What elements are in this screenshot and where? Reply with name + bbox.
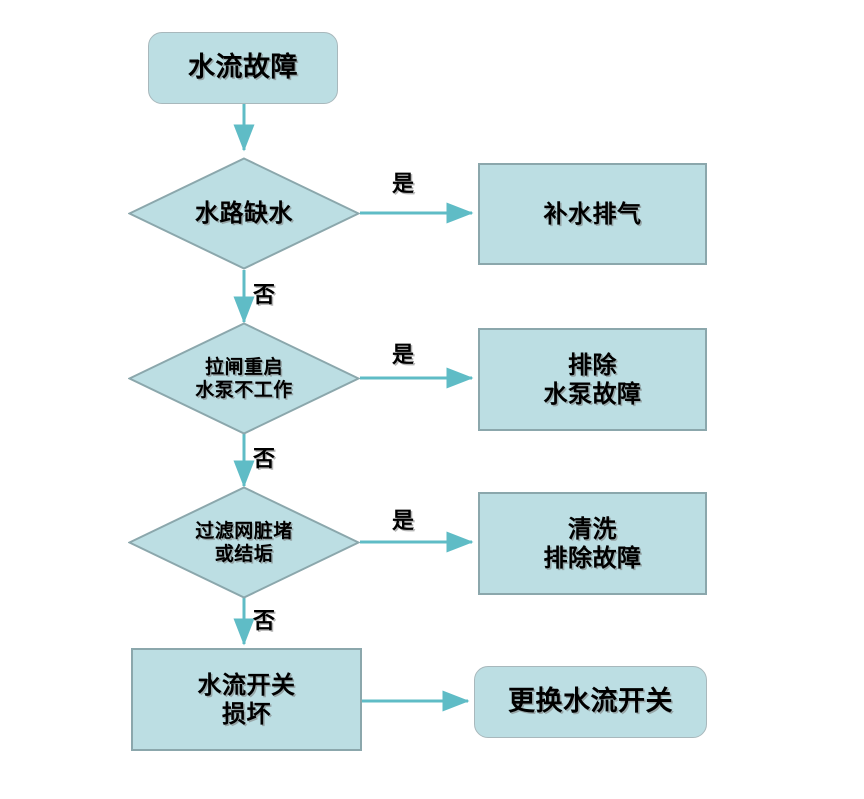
edge-label-no-2: 否 [253, 447, 276, 472]
edge-label-yes-1: 是 [392, 172, 415, 197]
edge-label-no-3: 否 [253, 609, 276, 634]
edge-label-yes-2: 是 [392, 343, 415, 368]
edge-label-no-1: 否 [253, 283, 276, 308]
node-decision-pump-not-working[interactable]: 拉闸重启 水泵不工作 [128, 322, 360, 435]
diamond-shape [128, 322, 360, 435]
node-decision-filter-clogged[interactable]: 过滤网脏堵 或结垢 [128, 486, 360, 599]
node-decision-water-shortage[interactable]: 水路缺水 [128, 157, 360, 270]
node-start[interactable]: 水流故障 [148, 32, 338, 104]
node-action-refill-and-exhaust[interactable]: 补水排气 [478, 163, 707, 265]
diamond-shape [128, 157, 360, 270]
node-decision-pump-not-working-label: 拉闸重启 水泵不工作 [195, 355, 293, 401]
node-decision-filter-clogged-label: 过滤网脏堵 或结垢 [195, 519, 293, 565]
diamond-shape [128, 486, 360, 599]
node-conclusion-flow-switch-damaged[interactable]: 水流开关 损坏 [131, 648, 362, 751]
node-action-clean-and-fix[interactable]: 清洗 排除故障 [478, 492, 707, 595]
node-action-fix-pump-fault[interactable]: 排除 水泵故障 [478, 328, 707, 431]
edge-label-yes-3: 是 [392, 509, 415, 534]
node-action-replace-flow-switch[interactable]: 更换水流开关 [474, 666, 707, 738]
node-decision-water-shortage-label: 水路缺水 [195, 199, 293, 228]
